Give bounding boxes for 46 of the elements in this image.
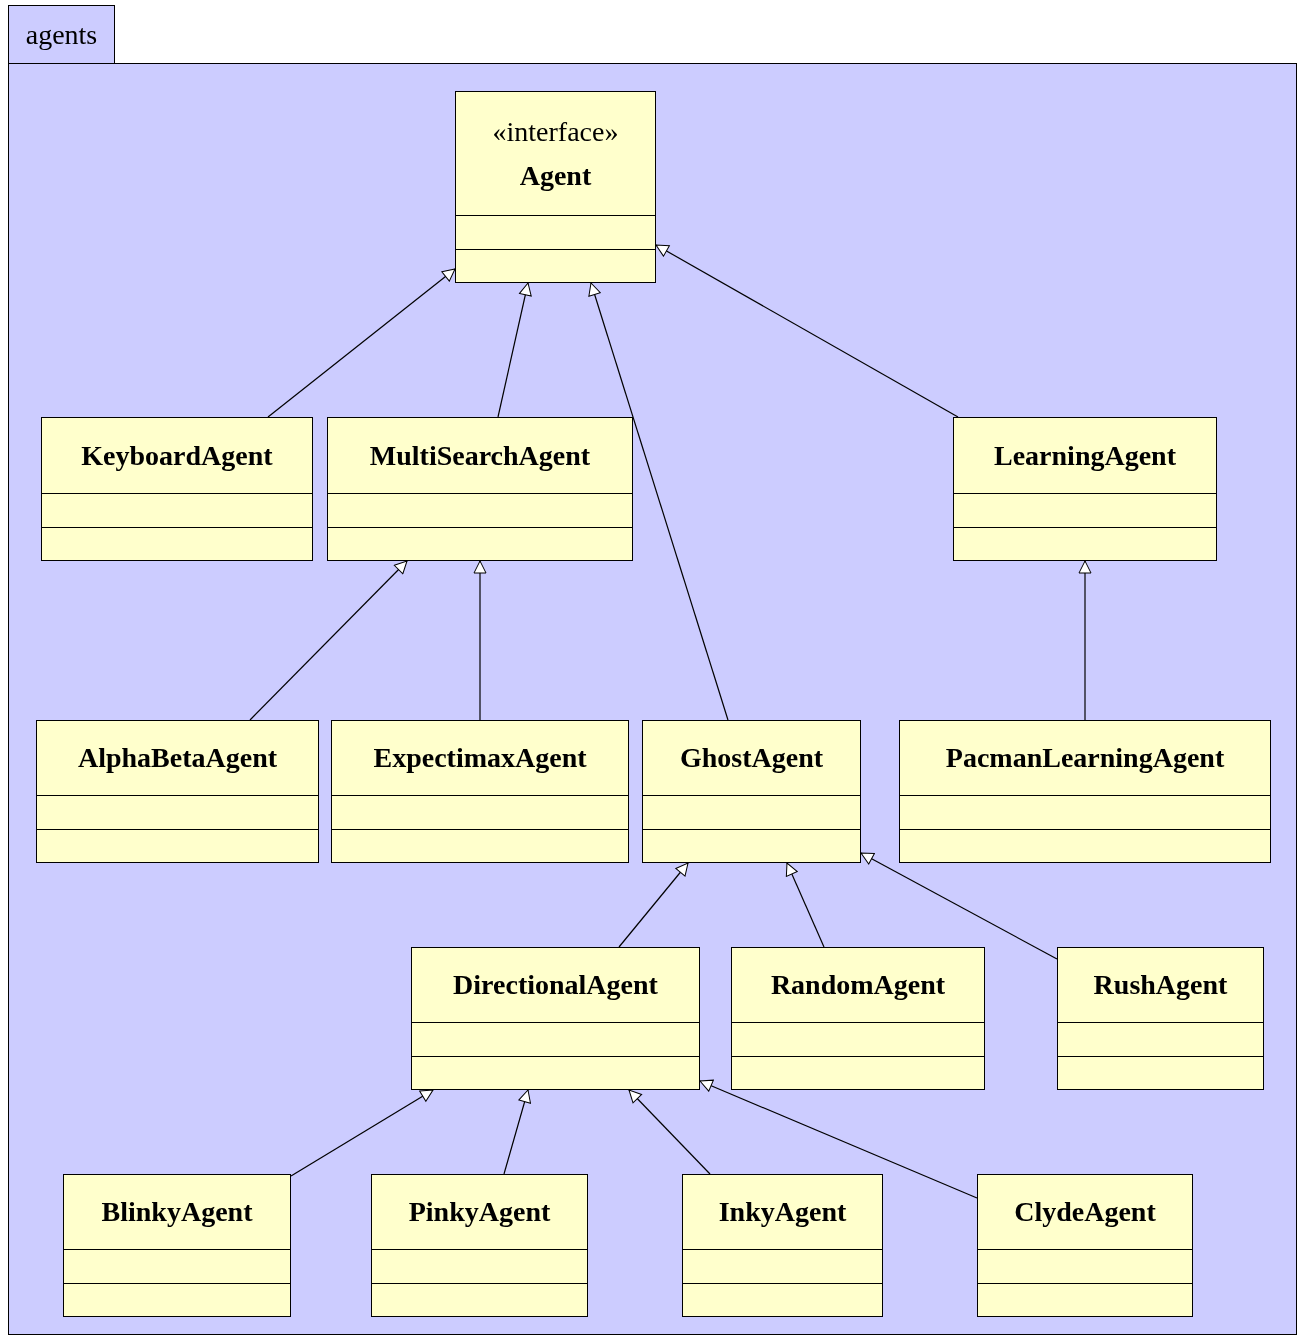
class-box <box>331 720 629 863</box>
class-box <box>977 1174 1193 1317</box>
class-name: LearningAgent <box>994 438 1176 473</box>
inheritance-arrow <box>785 862 825 948</box>
class-name: BlinkyAgent <box>101 1195 253 1229</box>
class-name: RushAgent <box>1093 968 1228 1002</box>
class-box <box>327 417 633 561</box>
class-name: RandomAgent <box>770 968 946 1002</box>
class-box <box>371 1174 588 1317</box>
inheritance-arrow <box>655 244 959 418</box>
inheritance-arrow <box>473 560 487 721</box>
class-name: Agent <box>519 158 592 193</box>
class-name: ClydeAgent <box>1014 1195 1156 1229</box>
class-name: ExpectimaxAgent <box>373 741 587 775</box>
class-box <box>682 1174 883 1317</box>
class-box <box>63 1174 291 1317</box>
class-box <box>455 91 656 283</box>
package-tab: agents <box>8 5 115 64</box>
class-name: InkyAgent <box>718 1195 847 1229</box>
inheritance-arrow <box>699 1079 978 1199</box>
class-box <box>953 417 1217 561</box>
class-name: PacmanLearningAgent <box>945 741 1225 775</box>
class-box <box>41 417 313 561</box>
inheritance-arrow <box>628 1089 711 1175</box>
inheritance-arrow <box>497 282 532 418</box>
class-name: AlphaBetaAgent <box>77 741 278 775</box>
inheritance-arrow <box>267 268 456 418</box>
inheritance-arrow <box>1078 560 1092 721</box>
class-box <box>1057 947 1264 1090</box>
class-box <box>642 720 861 863</box>
class-box <box>36 720 319 863</box>
class-name: MultiSearchAgent <box>369 438 591 473</box>
class-box <box>411 947 700 1090</box>
inheritance-arrow <box>249 560 408 721</box>
inheritance-arrow <box>503 1089 531 1175</box>
inheritance-arrow <box>860 852 1058 960</box>
class-name: PinkyAgent <box>408 1195 551 1229</box>
class-name: DirectionalAgent <box>453 968 658 1002</box>
class-box <box>899 720 1271 863</box>
stereotype-label: «interface» <box>492 114 619 149</box>
inheritance-arrow <box>618 862 689 948</box>
class-name: GhostAgent <box>679 741 824 775</box>
class-name: KeyboardAgent <box>81 438 273 473</box>
inheritance-arrow <box>290 1089 434 1177</box>
inheritance-arrow <box>588 282 729 721</box>
class-box <box>731 947 985 1090</box>
